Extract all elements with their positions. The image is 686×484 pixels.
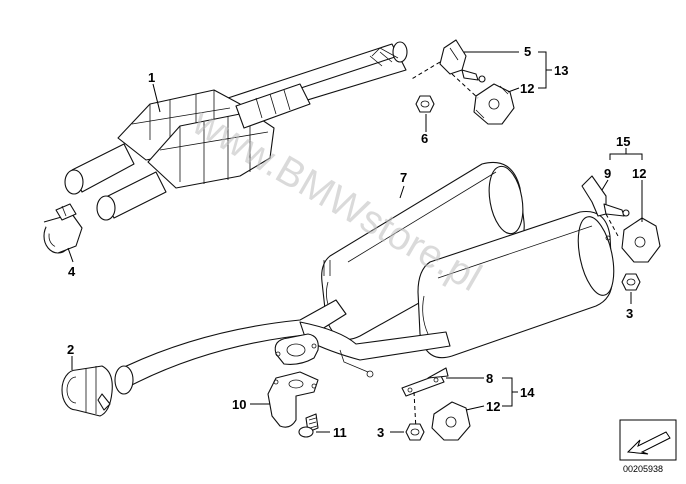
- part-rear-silencer: [417, 210, 615, 359]
- callout-4: 4: [68, 264, 76, 279]
- part-bolt: [298, 413, 319, 438]
- callout-12-right: 12: [632, 166, 646, 181]
- part-nut-lower: [405, 423, 425, 441]
- direction-arrow-icon: [626, 431, 671, 455]
- callout-3-lower: 3: [377, 425, 384, 440]
- callout-12-upper: 12: [520, 81, 534, 96]
- part-nut-right: [621, 273, 641, 291]
- part-nut-upper: [415, 95, 435, 113]
- callout-2: 2: [67, 342, 74, 357]
- callout-3-right: 3: [626, 306, 633, 321]
- leader-lines: [67, 51, 643, 433]
- callout-15: 15: [616, 134, 630, 149]
- part-lower-bracket-and-mount: [401, 367, 471, 441]
- callout-6: 6: [421, 131, 428, 146]
- callout-1: 1: [148, 70, 155, 85]
- part-front-pipe-catalytic-converter: [64, 41, 408, 221]
- callout-14: 14: [520, 385, 535, 400]
- part-flange-elbow: [267, 371, 319, 428]
- callout-10: 10: [232, 397, 246, 412]
- callout-13: 13: [554, 63, 568, 78]
- callout-8: 8: [486, 371, 493, 386]
- reference-number: 00205938: [623, 464, 663, 474]
- callout-labels: 1 4 5 13 12 6 7 15 9 12 3 2 8 14 12 10 1…: [67, 44, 646, 440]
- callout-11: 11: [333, 425, 347, 440]
- part-intermediate-pipe: [114, 299, 451, 395]
- part-upper-bracket-and-mount: [409, 39, 515, 125]
- part-pipe-clamp-rear: [61, 365, 113, 417]
- callout-9: 9: [604, 166, 611, 181]
- callout-5: 5: [524, 44, 531, 59]
- callout-7: 7: [400, 170, 407, 185]
- part-right-bracket-and-mount: [581, 175, 661, 263]
- part-pipe-clamp-front: [43, 203, 83, 254]
- callout-12-lower: 12: [486, 399, 500, 414]
- reference-box: 00205938: [619, 419, 677, 474]
